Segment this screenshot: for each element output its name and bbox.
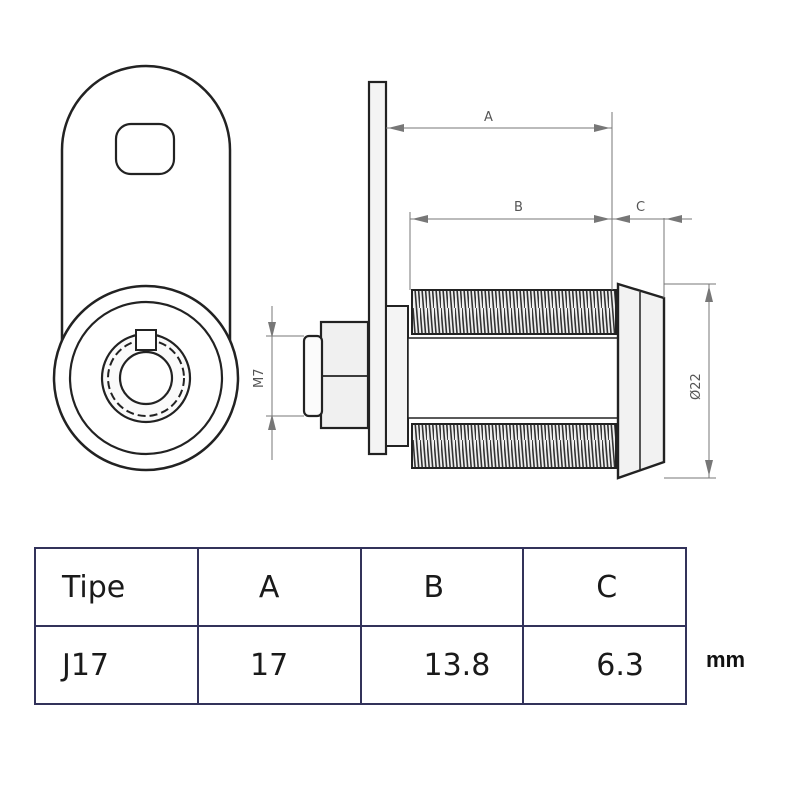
- diameter-label: Ø22: [689, 373, 704, 400]
- keyhole-notch: [135, 329, 157, 351]
- cam-slot-outline: [114, 122, 176, 176]
- unit-label: mm: [706, 647, 746, 672]
- cam-plate-edge: [367, 80, 388, 456]
- lock-head: [616, 282, 666, 480]
- side-view: [302, 80, 666, 480]
- dimension-a-label: A: [484, 110, 493, 125]
- cell-type: J17: [34, 625, 199, 705]
- thread-upper: [411, 289, 617, 335]
- key-cylinder-spline: [107, 339, 185, 417]
- cell-c: 6.3: [522, 625, 687, 705]
- cam-lock-technical-drawing: A B C M7 Ø22: [52, 64, 716, 480]
- dimension-c-label: C: [636, 200, 645, 215]
- table-header-row: Tipe A B C: [34, 547, 687, 627]
- header-cell-a: A: [196, 547, 362, 627]
- hex-nut: [319, 320, 370, 430]
- front-view: [52, 64, 240, 472]
- spec-table: Tipe A B C J17 17 13.8 6.3: [34, 547, 687, 705]
- table-row: J17 17 13.8 6.3: [34, 625, 687, 705]
- header-cell-tipe: Tipe: [34, 547, 199, 627]
- cell-a: 17: [196, 625, 362, 705]
- lock-face-inner-ring: [68, 300, 224, 456]
- dimension-b-label: B: [514, 200, 523, 215]
- dimension-arrows: [268, 124, 713, 476]
- keyhole: [118, 350, 174, 406]
- thread-size-label: M7: [252, 369, 267, 389]
- cell-b: 13.8: [359, 625, 525, 705]
- lock-body-shaft: [407, 337, 619, 419]
- header-cell-c: C: [522, 547, 687, 627]
- washer: [385, 305, 409, 447]
- thread-lower: [411, 423, 617, 469]
- spindle-end: [302, 334, 324, 418]
- cam-plate-outline: [60, 64, 232, 365]
- header-cell-b: B: [359, 547, 525, 627]
